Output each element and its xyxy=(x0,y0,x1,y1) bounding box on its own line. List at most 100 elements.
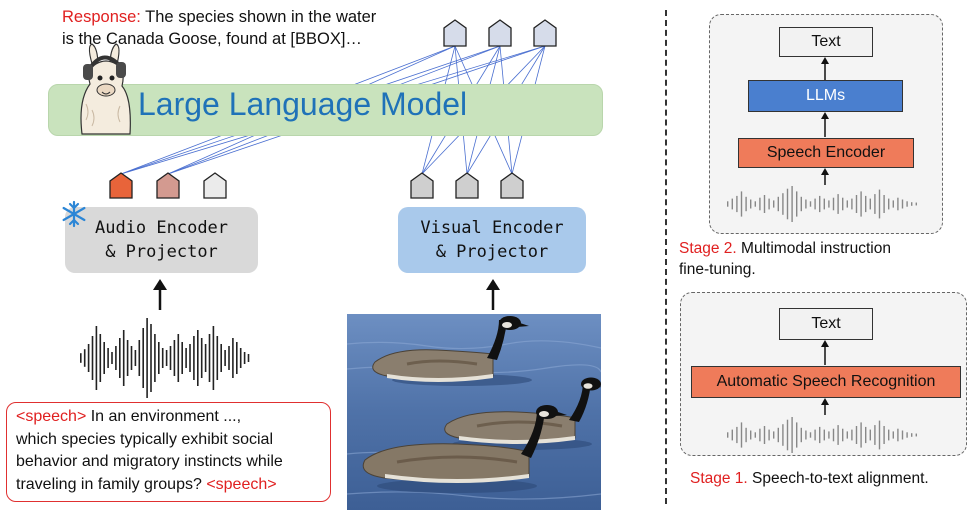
waveform-bar xyxy=(107,348,109,368)
waveform-bar xyxy=(911,202,913,206)
goose xyxy=(362,405,567,493)
waveform-bar xyxy=(846,200,848,208)
waveform-bar xyxy=(158,342,160,374)
audio-waveform-icon xyxy=(80,318,250,398)
waveform-bar xyxy=(130,346,133,370)
waveform-bar xyxy=(111,352,113,364)
waveform-bar xyxy=(800,196,802,212)
stage2-arrow-icon xyxy=(821,112,829,137)
waveform-bar xyxy=(161,348,164,368)
waveform-bar xyxy=(851,429,853,441)
waveform-bar xyxy=(865,426,867,444)
waveform-bar xyxy=(791,417,793,453)
waveform-bar xyxy=(809,432,812,438)
waveform-bar xyxy=(796,191,798,217)
waveform-bar xyxy=(189,344,191,372)
waveform-bar xyxy=(232,338,234,378)
snowflake-icon xyxy=(62,200,86,228)
visual-token xyxy=(455,172,479,199)
waveform-bar xyxy=(828,200,830,208)
waveform-bar xyxy=(842,428,844,442)
stage1-caption: Stage 1. Speech-to-text alignment. xyxy=(690,468,975,489)
waveform-bar xyxy=(869,198,871,210)
waveform-bar xyxy=(773,200,775,208)
waveform-bar xyxy=(224,350,226,366)
prompt-line1: In an environment ..., xyxy=(86,408,242,425)
waveform-bar xyxy=(736,195,738,213)
waveform-bar xyxy=(782,424,784,446)
waveform-bar xyxy=(878,189,881,219)
waveform-bar xyxy=(805,430,807,440)
waveform-bar xyxy=(892,431,894,439)
stage2-caption-line1: Multimodal instruction xyxy=(736,240,891,257)
stage2-arrow-icon xyxy=(821,168,829,185)
stage1-arrow-icon xyxy=(821,398,829,415)
waveform-bar xyxy=(745,427,747,443)
waveform-bar xyxy=(731,429,733,441)
waveform-bar xyxy=(823,429,825,441)
waveform-bar xyxy=(915,202,917,206)
visual-up-arrow-icon xyxy=(486,279,500,310)
waveform-bar xyxy=(134,350,137,366)
waveform-bar xyxy=(800,427,802,443)
waveform-bar xyxy=(247,354,250,362)
stage2-speech-encoder-block: Speech Encoder xyxy=(738,138,914,168)
waveform-bar xyxy=(874,194,876,214)
waveform-bar xyxy=(740,422,743,448)
stage2-caption-line2: fine-tuning. xyxy=(679,261,756,278)
response-line1: The species shown in the water xyxy=(140,8,377,26)
waveform-bar xyxy=(777,427,779,443)
waveform-bar xyxy=(91,336,94,380)
waveform-bar xyxy=(878,420,881,450)
waveform-bar xyxy=(819,426,821,444)
waveform-bar xyxy=(750,199,752,209)
visual-token xyxy=(500,172,524,199)
waveform-bar xyxy=(142,328,144,388)
stage2-waveform-icon xyxy=(727,186,917,222)
stage1-caption-text: Speech-to-text alignment. xyxy=(747,470,929,487)
prompt-line3: behavior and migratory instincts while xyxy=(16,453,283,470)
waveform-bar xyxy=(842,197,844,211)
llama-mascot-icon xyxy=(80,43,131,135)
waveform-bar xyxy=(745,196,747,212)
output-token xyxy=(488,19,512,47)
response-label: Response: xyxy=(62,8,141,26)
waveform-bar xyxy=(138,340,141,376)
waveform-bar xyxy=(99,334,102,382)
waveform-bar xyxy=(768,429,770,441)
waveform-bar xyxy=(740,191,743,217)
waveform-bar xyxy=(212,326,215,390)
waveform-bar xyxy=(874,425,876,445)
visual-encoder-projector: Visual Encoder & Projector xyxy=(398,207,586,273)
waveform-bar xyxy=(805,199,807,209)
stage1-text-block: Text xyxy=(779,308,873,340)
waveform-bar xyxy=(828,431,830,439)
canada-goose-photo xyxy=(347,314,601,510)
waveform-bar xyxy=(193,336,195,380)
waveform-bar xyxy=(243,352,246,364)
waveform-bar xyxy=(177,334,180,382)
waveform-bar xyxy=(869,429,871,441)
waveform-bar xyxy=(763,195,766,213)
audio-encoder-projector: Audio Encoder & Projector xyxy=(65,207,258,273)
waveform-bar xyxy=(906,432,908,438)
audio-token-light xyxy=(203,172,227,199)
waveform-bar xyxy=(181,342,183,374)
stage1-waveform-icon xyxy=(727,417,917,453)
prompt-line4: traveling in family groups? xyxy=(16,475,207,493)
waveform-bar xyxy=(197,330,199,386)
visual-token xyxy=(410,172,434,199)
waveform-bar xyxy=(777,196,779,212)
waveform-bar xyxy=(814,198,816,210)
waveform-bar xyxy=(173,340,176,376)
waveform-bar xyxy=(220,344,222,372)
waveform-bar xyxy=(860,191,862,217)
audio-token-mid xyxy=(156,172,180,199)
speech-tag-close: <speech> xyxy=(206,475,277,493)
waveform-bar xyxy=(228,346,230,370)
waveform-bar xyxy=(754,201,756,207)
waveform-bar xyxy=(759,428,761,442)
waveform-bar xyxy=(855,426,858,444)
waveform-bar xyxy=(103,342,105,374)
audio-up-arrow-icon xyxy=(153,279,167,310)
